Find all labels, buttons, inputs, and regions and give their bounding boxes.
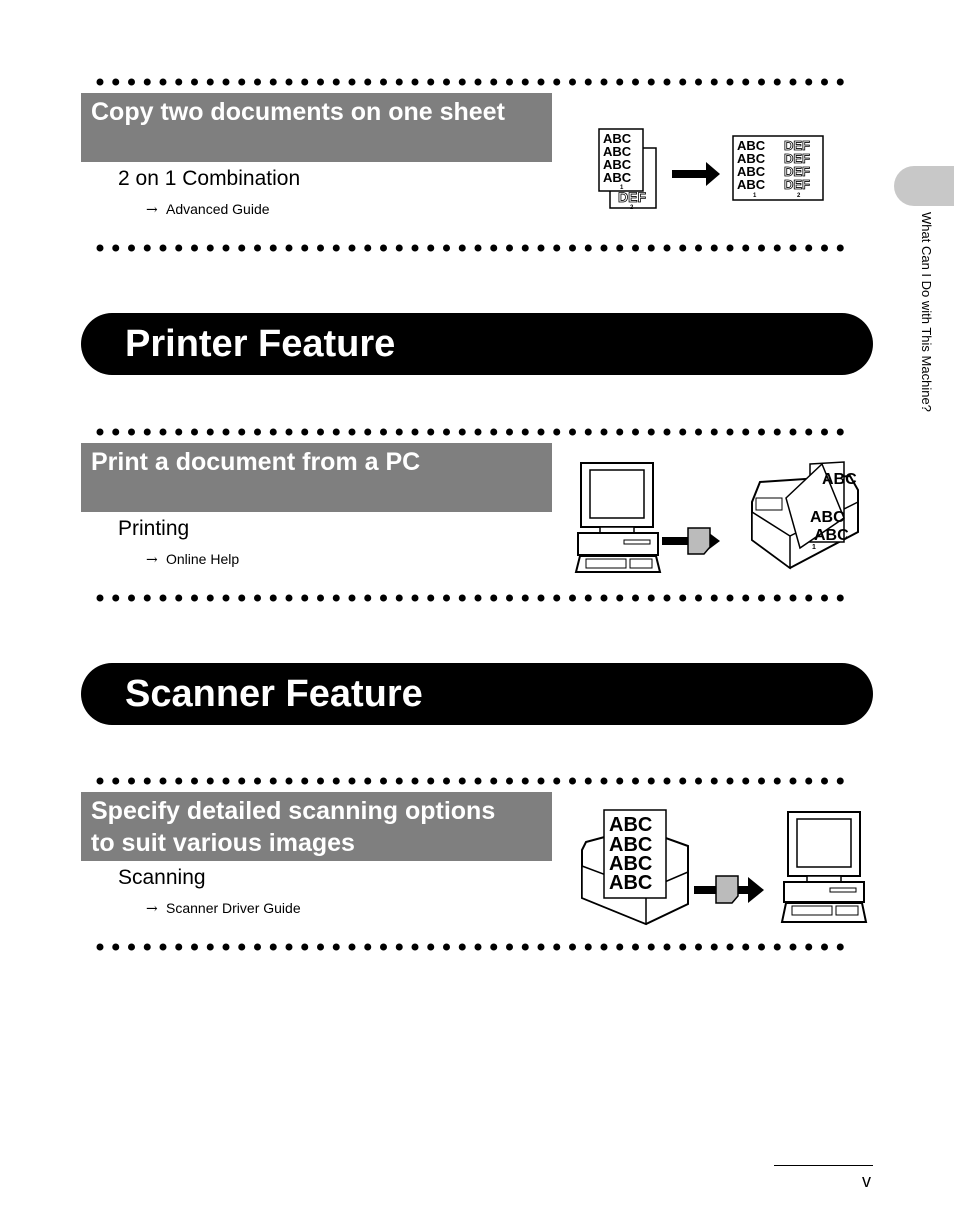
scan-section-title-line2: to suit various images xyxy=(91,829,355,857)
dotted-divider xyxy=(96,594,860,602)
illustration-abc-text: ABC xyxy=(737,151,766,166)
footer-rule xyxy=(774,1165,873,1166)
dotted-divider xyxy=(96,943,860,951)
dotted-divider xyxy=(96,428,860,436)
scan-item-name: Scanning xyxy=(118,866,206,889)
print-item-name: Printing xyxy=(118,517,190,540)
illustration-def-text: DEF xyxy=(784,164,810,179)
illustration-abc-text: ABC xyxy=(814,527,849,544)
dotted-divider xyxy=(96,78,860,86)
illustration-def-text: DEF xyxy=(618,189,646,205)
print-section-header: Print a document from a PC xyxy=(81,443,552,512)
illustration-abc-text: ABC xyxy=(737,138,766,153)
illustration-abc-text: ABC xyxy=(609,834,652,856)
copy-reference-label: Advanced Guide xyxy=(166,201,270,217)
copy-section-title: Copy two documents on one sheet xyxy=(91,98,505,126)
two-on-one-illustration: DEF 2 ABC ABC ABC ABC 1 ABC ABC ABC ABC … xyxy=(598,128,824,211)
illustration-abc-text: ABC xyxy=(603,144,632,159)
print-section-title: Print a document from a PC xyxy=(91,448,421,476)
dotted-divider xyxy=(96,777,860,785)
illustration-num: 1 xyxy=(620,185,624,191)
copy-reference[interactable]: → Advanced Guide xyxy=(146,200,270,219)
printer-feature-title: Printer Feature xyxy=(125,323,396,365)
page-number: v xyxy=(862,1171,871,1191)
illustration-num: 2 xyxy=(630,205,634,211)
copy-section-header: Copy two documents on one sheet xyxy=(81,93,552,162)
illustration-num: 1 xyxy=(812,544,816,551)
print-reference[interactable]: → Online Help xyxy=(146,550,239,569)
illustration-def-text: DEF xyxy=(784,151,810,166)
illustration-abc-text: ABC xyxy=(609,872,652,894)
illustration-abc-text: ABC xyxy=(603,170,632,185)
scan-section-title-line1: Specify detailed scanning options xyxy=(91,797,496,825)
scanning-illustration: ABC ABC ABC ABC xyxy=(581,809,868,926)
illustration-num: 2 xyxy=(797,193,801,199)
illustration-abc-text: ABC xyxy=(822,471,857,488)
illustration-def-text: DEF xyxy=(784,138,810,153)
scan-reference[interactable]: → Scanner Driver Guide xyxy=(146,899,301,918)
illustration-abc-text: ABC xyxy=(737,177,766,192)
dotted-divider xyxy=(96,244,860,252)
arrow-right-icon: → xyxy=(146,901,158,917)
copy-item-name: 2 on 1 Combination xyxy=(118,167,301,190)
illustration-abc-text: ABC xyxy=(609,853,652,875)
side-tab xyxy=(894,166,954,206)
illustration-abc-text: ABC xyxy=(609,814,652,836)
printing-illustration: ABC ABC ABC 1 xyxy=(574,461,859,573)
scan-reference-label: Scanner Driver Guide xyxy=(166,900,301,916)
scan-section-header: Specify detailed scanning options to sui… xyxy=(81,792,552,861)
side-tab-label: What Can I Do with This Machine? xyxy=(919,212,934,412)
illustration-abc-text: ABC xyxy=(737,164,766,179)
illustration-num: 1 xyxy=(753,193,757,199)
printer-feature-banner: Printer Feature xyxy=(81,313,873,375)
illustration-abc-text: ABC xyxy=(603,157,632,172)
arrow-right-icon: → xyxy=(146,552,158,568)
arrow-right-icon: → xyxy=(146,202,158,218)
illustration-abc-text: ABC xyxy=(603,131,632,146)
scanner-feature-banner: Scanner Feature xyxy=(81,663,873,725)
scanner-feature-title: Scanner Feature xyxy=(125,673,423,715)
illustration-abc-text: ABC xyxy=(810,509,845,526)
illustration-def-text: DEF xyxy=(784,177,810,192)
print-reference-label: Online Help xyxy=(166,551,240,567)
